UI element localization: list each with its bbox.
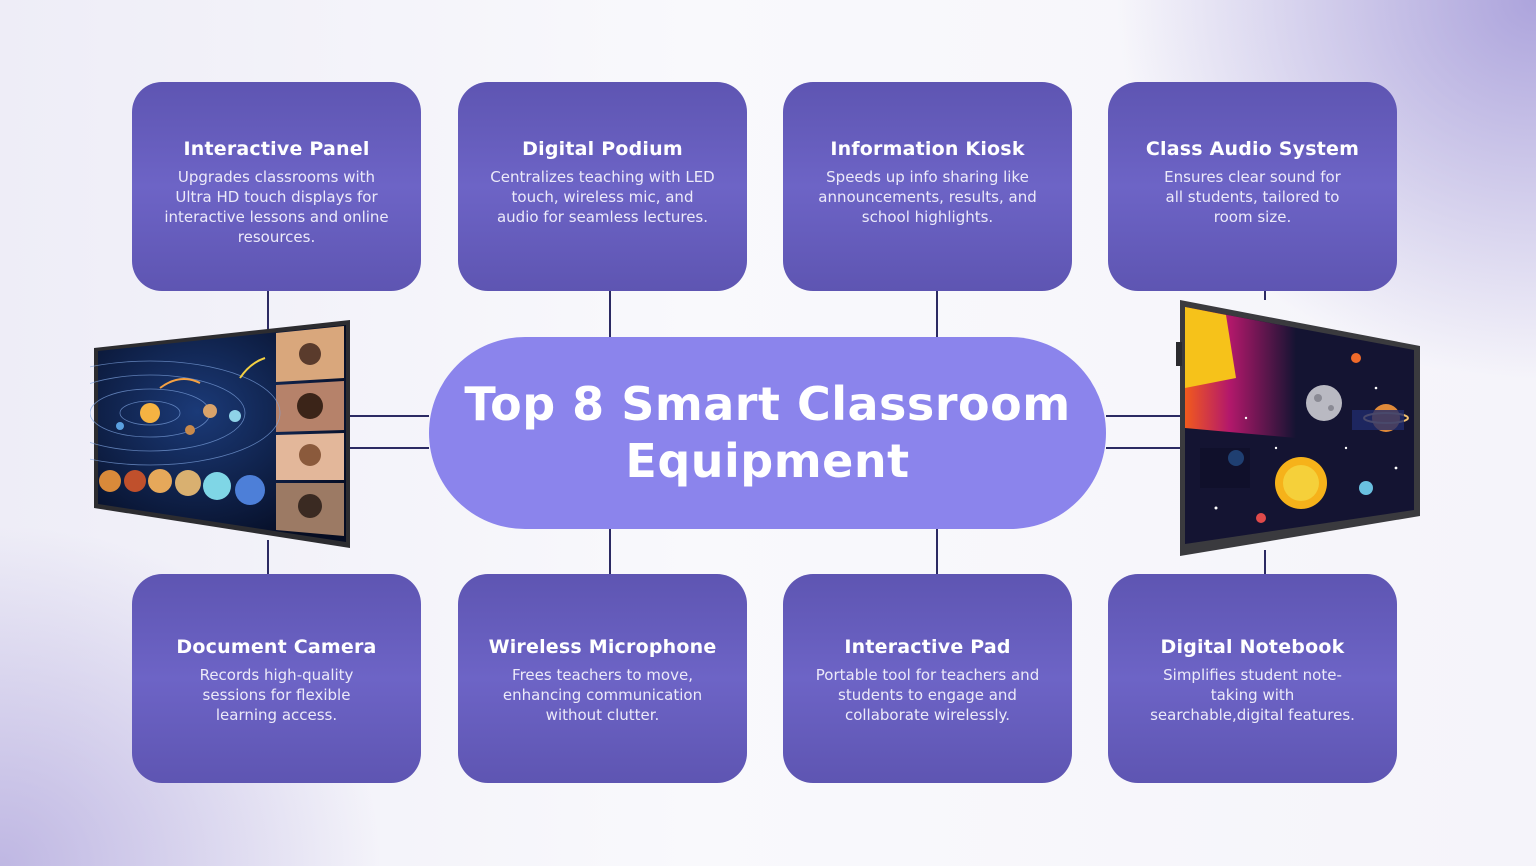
- card-title: Information Kiosk: [830, 138, 1025, 160]
- card-title: Class Audio System: [1145, 138, 1360, 160]
- card-wireless-microphone: Wireless Microphone Frees teachers to mo…: [458, 574, 747, 783]
- right-panel-image: [1176, 300, 1420, 556]
- card-title: Wireless Microphone: [488, 636, 717, 658]
- card-description: Speeds up info sharing like announcement…: [818, 168, 1037, 226]
- left-panel-image: [90, 320, 350, 548]
- card-title: Digital Podium: [522, 138, 683, 160]
- card-interactive-panel: Interactive Panel Upgrades classrooms wi…: [132, 82, 421, 291]
- main-title: Top 8 Smart Classroom Equipment: [464, 377, 1071, 488]
- card-description: Portable tool for teachers and students …: [815, 666, 1040, 724]
- card-description: Centralizes teaching with LED touch, wir…: [490, 168, 715, 226]
- card-description: Ensures clear sound for all students, ta…: [1164, 168, 1341, 226]
- card-title: Document Camera: [176, 636, 377, 658]
- card-title: Interactive Pad: [844, 636, 1011, 658]
- center-title-pill: Top 8 Smart Classroom Equipment: [429, 337, 1106, 529]
- card-description: Simplifies student note-taking with sear…: [1150, 666, 1355, 724]
- card-description: Frees teachers to move, enhancing commun…: [502, 666, 703, 724]
- card-class-audio-system: Class Audio System Ensures clear sound f…: [1108, 82, 1397, 291]
- card-title: Digital Notebook: [1160, 636, 1345, 658]
- card-digital-notebook: Digital Notebook Simplifies student note…: [1108, 574, 1397, 783]
- card-description: Records high-quality sessions for flexib…: [199, 666, 354, 724]
- card-title: Interactive Panel: [183, 138, 370, 160]
- card-information-kiosk: Information Kiosk Speeds up info sharing…: [783, 82, 1072, 291]
- card-digital-podium: Digital Podium Centralizes teaching with…: [458, 82, 747, 291]
- card-document-camera: Document Camera Records high-quality ses…: [132, 574, 421, 783]
- card-interactive-pad: Interactive Pad Portable tool for teache…: [783, 574, 1072, 783]
- card-description: Upgrades classrooms with Ultra HD touch …: [164, 168, 389, 246]
